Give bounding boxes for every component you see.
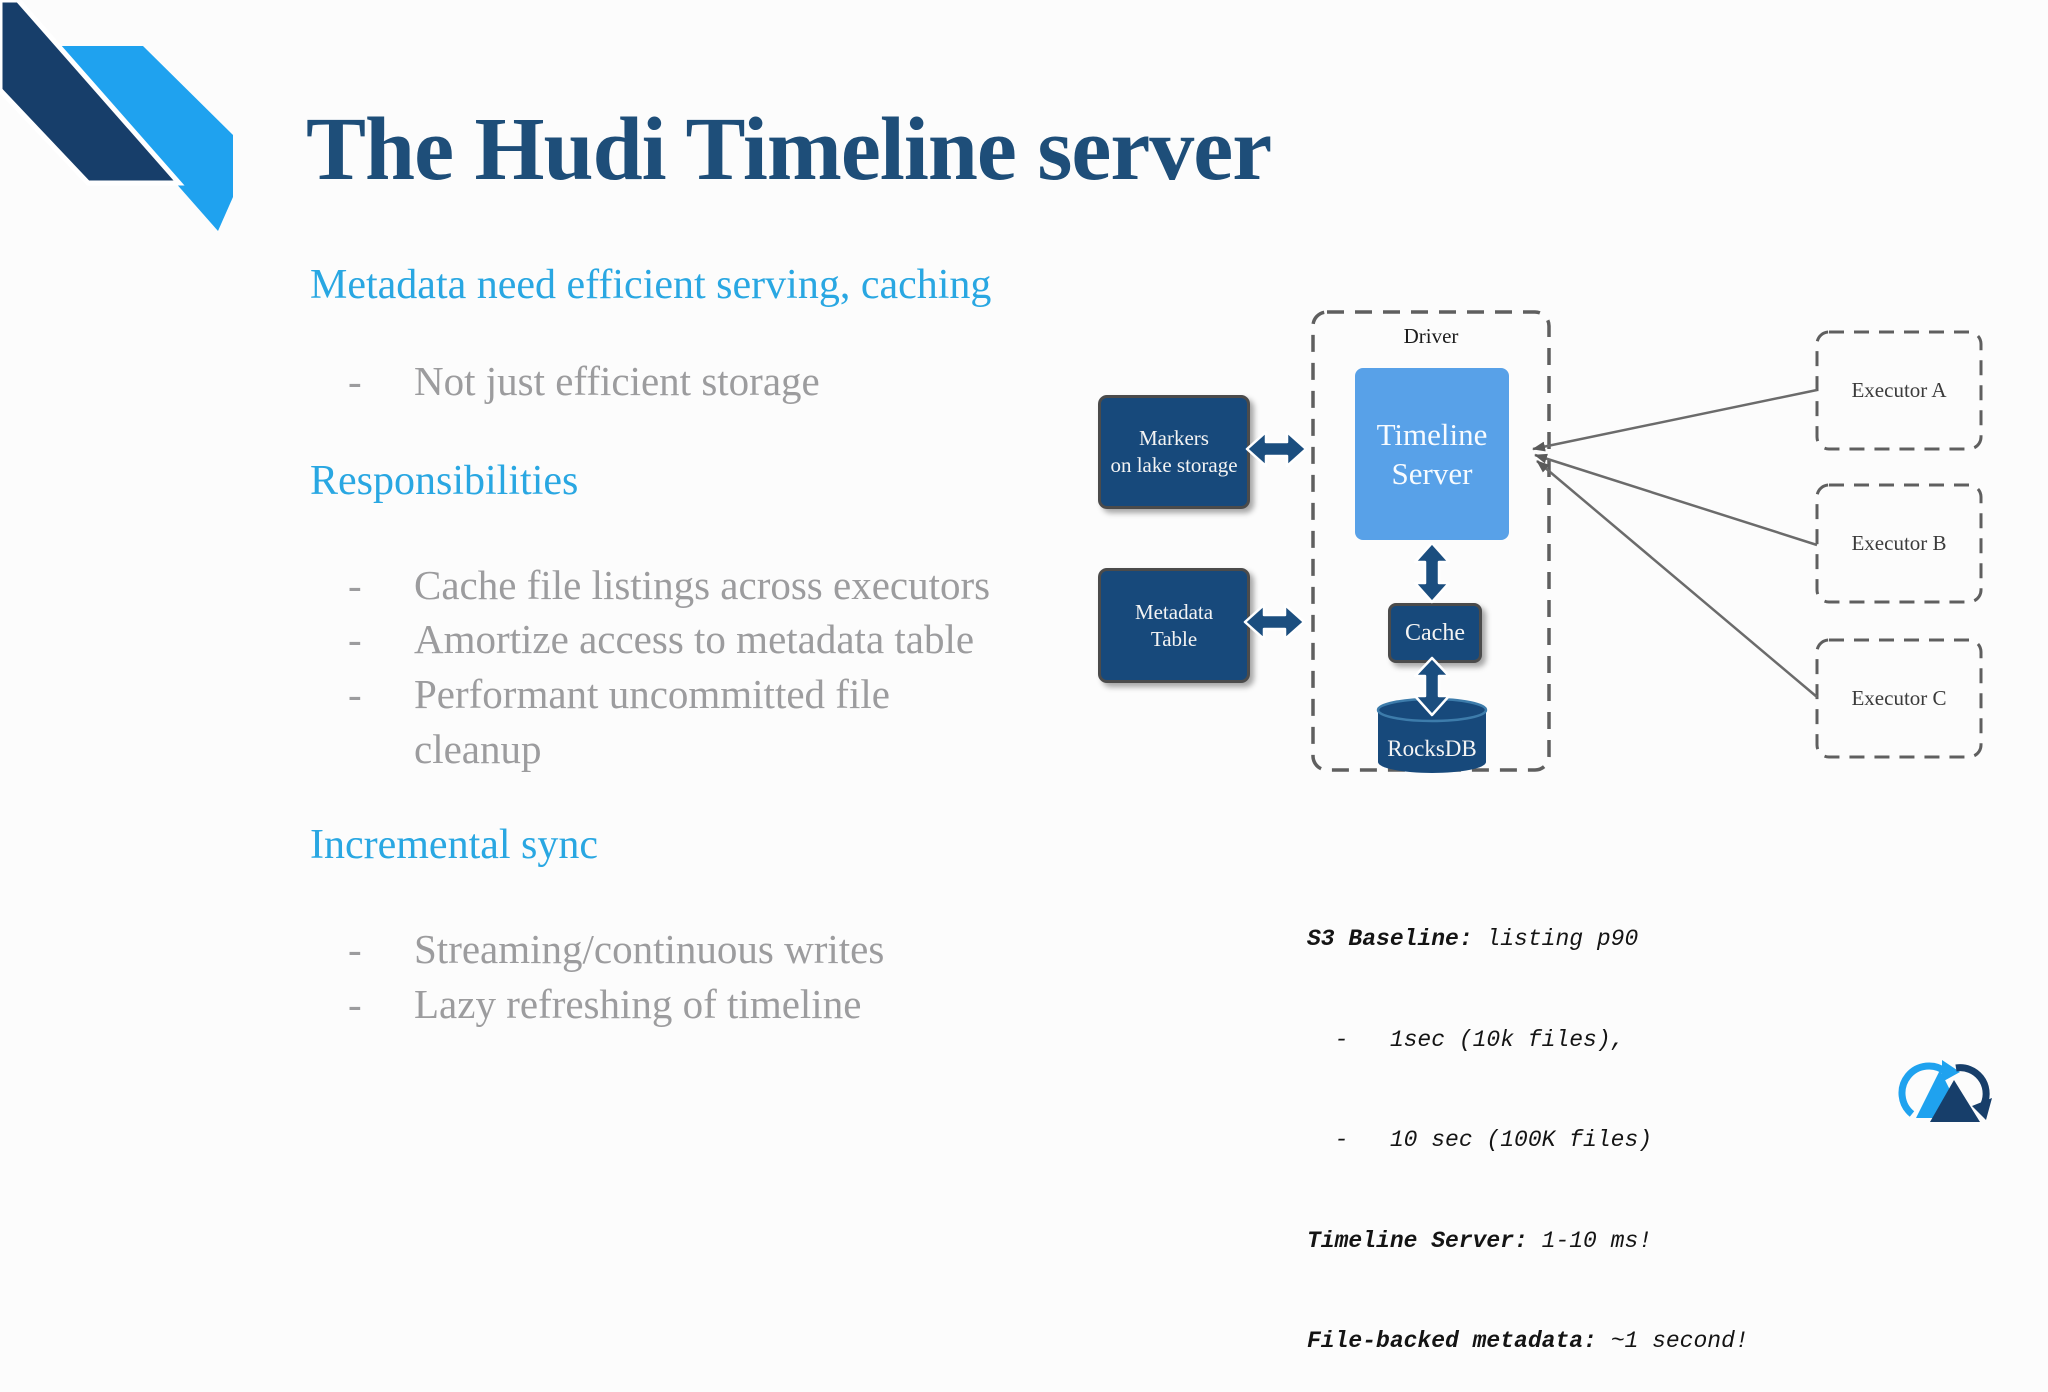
bullet-text: cleanup [414, 726, 542, 772]
timeline-server-box: Timeline Server [1355, 368, 1509, 540]
timeline-cache-double-arrow [1413, 541, 1451, 604]
hudi-logo-icon [1898, 1060, 1992, 1122]
note-text: - 1sec (10k files), [1307, 1026, 1625, 1053]
note-line: File-backed metadata: ~1 second! [1307, 1325, 1749, 1359]
note-text: - 10 sec (100K files) [1307, 1127, 1653, 1153]
bullet-dash: - [348, 562, 362, 608]
bullet-dash: - [348, 358, 362, 404]
list-item-continuation: - cleanup [348, 724, 541, 774]
note-text: listing p90 [1472, 926, 1639, 952]
cache-box: Cache [1388, 603, 1482, 663]
bullet-text: Lazy refreshing of timeline [414, 981, 862, 1027]
list-item: - Performant uncommitted file [348, 669, 890, 719]
note-line: - 10 sec (100K files) [1307, 1124, 1749, 1158]
bullet-dash: - [348, 981, 362, 1027]
bullet-text: Not just efficient storage [414, 358, 820, 404]
metadata-timeline-double-arrow [1243, 603, 1306, 641]
note-bold: File-backed metadata: [1307, 1328, 1597, 1354]
performance-notes: S3 Baseline: listing p90 - 1sec (10k fil… [1307, 856, 1749, 1392]
executor-a-label: Executor A [1851, 378, 1947, 402]
driver-box-label: Driver [1403, 324, 1459, 348]
list-item: - Lazy refreshing of timeline [348, 979, 861, 1029]
logo-light-arc [1898, 1062, 1949, 1117]
logo-light-arrowhead [1942, 1060, 1960, 1082]
metadata-table-box: Metadata Table [1098, 568, 1250, 683]
ribbon-dark-band [0, 0, 185, 186]
list-item: - Cache file listings across executors [348, 560, 990, 610]
logo-dark-arrowhead [1972, 1098, 1992, 1120]
bullet-text: Performant uncommitted file [414, 671, 890, 717]
note-line: - 1sec (10k files), [1307, 1024, 1749, 1058]
list-item: - Streaming/continuous writes [348, 924, 884, 974]
rocksdb-label: RocksDB [1387, 736, 1477, 761]
executor-b-to-timeline-arrow [1534, 453, 1818, 547]
executor-b-label: Executor B [1851, 531, 1947, 555]
section-heading-responsibilities: Responsibilities [310, 458, 579, 504]
bullet-dash: - [348, 616, 362, 662]
note-text: 1-10 ms! [1527, 1227, 1653, 1254]
markers-on-lake-storage-box: Markers on lake storage [1098, 395, 1250, 509]
note-line: S3 Baseline: listing p90 [1307, 923, 1749, 957]
logo-dark-triangle [1930, 1080, 1980, 1122]
note-bold: Timeline Server: [1307, 1227, 1528, 1254]
markers-timeline-double-arrow [1245, 430, 1308, 468]
list-item: - Not just efficient storage [348, 356, 820, 406]
section-heading-metadata: Metadata need efficient serving, caching [310, 262, 992, 308]
corner-ribbon-icon [0, 0, 233, 231]
page-title: The Hudi Timeline server [306, 100, 1272, 199]
bullet-text: Amortize access to metadata table [414, 616, 975, 662]
bullet-dash: - [348, 926, 362, 972]
executor-c-to-timeline-arrow [1536, 460, 1818, 698]
bullet-dash: - [348, 671, 362, 717]
executor-c-label: Executor C [1851, 686, 1947, 710]
cache-rocksdb-double-arrow [1413, 656, 1451, 717]
note-bold: S3 Baseline: [1307, 926, 1473, 952]
list-item: - Amortize access to metadata table [348, 614, 974, 664]
note-text: ~1 second! [1596, 1328, 1749, 1354]
slide-canvas: { "title": "The Hudi Timeline server", "… [0, 0, 1992, 1354]
section-heading-incremental-sync: Incremental sync [310, 822, 599, 868]
note-line: Timeline Server: 1-10 ms! [1307, 1225, 1749, 1259]
bullet-text: Cache file listings across executors [414, 562, 991, 608]
bullet-text: Streaming/continuous writes [414, 926, 885, 972]
executor-a-to-timeline-arrow [1532, 388, 1818, 452]
logo-dark-arc [1955, 1064, 1990, 1106]
